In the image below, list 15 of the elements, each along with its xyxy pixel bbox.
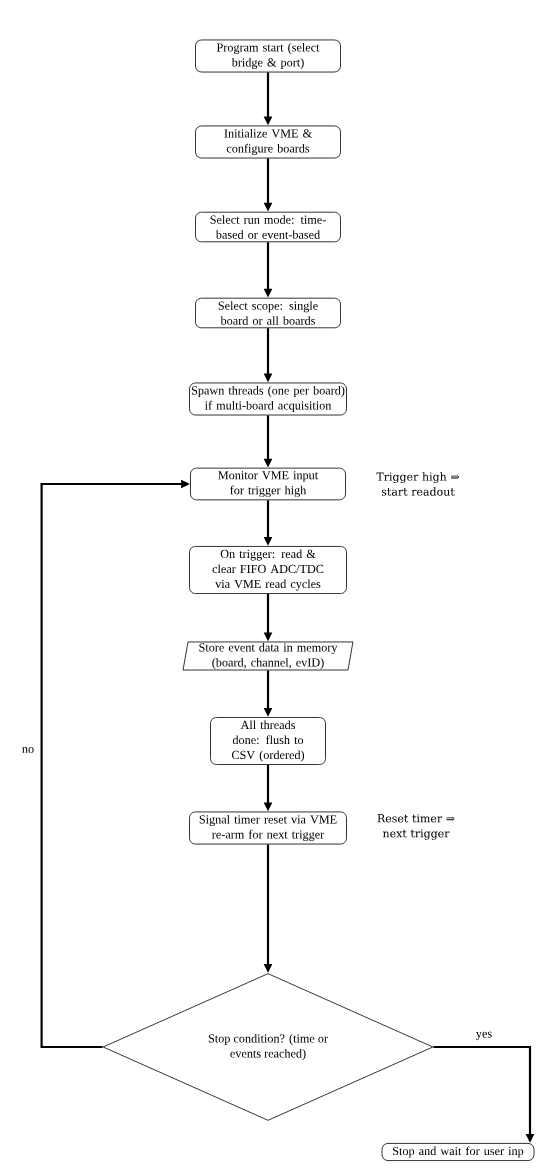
process-box: On trigger: read & clear FIFO ADC/TDC via VME read cycles (189, 546, 347, 594)
side-note: Reset timer ⇒ next trigger (377, 814, 455, 840)
process-box: Initialize VME & configure boards (195, 125, 341, 159)
process-box: Select run mode: time-based or event-based (195, 211, 341, 243)
process-box: Stop and wait for user inp (381, 1143, 535, 1161)
process-box: Program start (select bridge & port) (195, 39, 341, 73)
process-box: Monitor VME input for trigger high (190, 467, 346, 501)
edge-label: yes (476, 1031, 492, 1041)
process-box: Spawn threads (one per board) if multi-board acquisition (189, 382, 347, 416)
process-box: Select scope: single board or all boards (195, 297, 341, 329)
process-box: Signal timer reset via VME re-arm for next trigger (189, 811, 347, 845)
edge-label: no (22, 747, 34, 753)
process-box: All threads done: flush to CSV (ordered) (210, 717, 326, 765)
side-note: Trigger high ⇒ start readout (376, 472, 460, 496)
data-parallelogram: Store event data in memory (board, channel, evID) (182, 641, 354, 671)
